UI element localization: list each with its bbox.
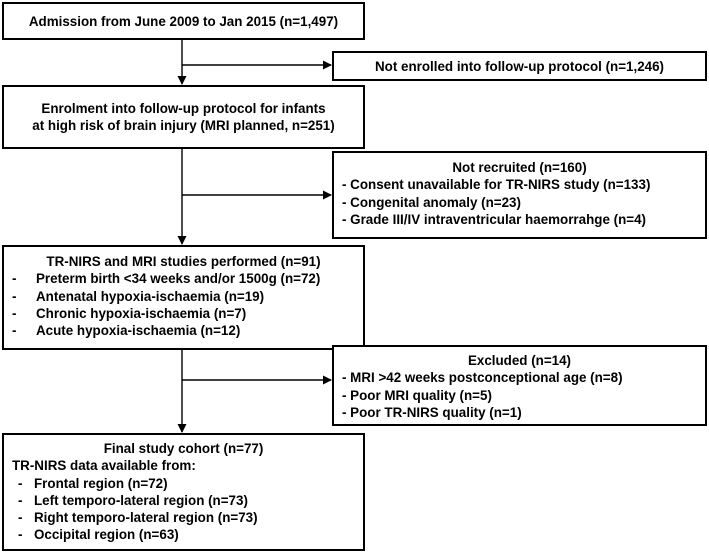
final-cohort-item: -Occipital region (n=63) — [12, 526, 363, 543]
excluded-item: - MRI >42 weeks postconceptional age (n=… — [342, 370, 623, 386]
performed-item-marker: - — [12, 288, 17, 304]
enrolment-box: Enrolment into follow-up protocol for in… — [2, 85, 365, 149]
performed-item-text: Chronic hypoxia-ischaemia (n=7) — [36, 305, 247, 321]
final-item-text: Occipital region (n=63) — [34, 527, 179, 543]
performed-item-text: Preterm birth <34 weeks and/or 1500g (n=… — [36, 271, 321, 287]
performed-item: - Acute hypoxia-ischaemia (n=12) — [12, 322, 363, 339]
performed-item: - Antenatal hypoxia-ischaemia (n=19) — [12, 288, 363, 305]
final-cohort-subtitle: TR-NIRS data available from: — [12, 458, 196, 474]
admission-text: Admission from June 2009 to Jan 2015 (n=… — [28, 14, 339, 29]
excluded-item: - Poor MRI quality (n=5) — [342, 387, 492, 403]
not-enrolled-box: Not enrolled into follow-up protocol (n=… — [332, 51, 707, 81]
not-recruited-item: - Congenital anomaly (n=23) — [342, 194, 521, 210]
not-recruited-box: Not recruited (n=160) - Consent unavaila… — [332, 151, 707, 239]
performed-box: TR-NIRS and MRI studies performed (n=91)… — [2, 245, 365, 350]
final-item-text: Frontal region (n=72) — [34, 475, 168, 491]
final-cohort-box: Final study cohort (n=77) TR-NIRS data a… — [2, 433, 365, 551]
performed-title: TR-NIRS and MRI studies performed (n=91) — [46, 254, 321, 269]
admission-box: Admission from June 2009 to Jan 2015 (n=… — [2, 2, 365, 40]
performed-item-text: Acute hypoxia-ischaemia (n=12) — [36, 323, 241, 339]
final-item-text: Left temporo-lateral region (n=73) — [34, 492, 248, 508]
not-recruited-item: - Grade III/IV intraventricular haemorra… — [342, 211, 646, 227]
final-item-marker: - — [18, 527, 23, 543]
not-recruited-item: - Consent unavailable for TR-NIRS study … — [342, 177, 651, 193]
performed-item-marker: - — [12, 271, 17, 287]
final-item-marker: - — [18, 475, 23, 491]
enrolment-line-1: Enrolment into follow-up protocol for in… — [41, 101, 326, 116]
final-item-marker: - — [18, 510, 23, 526]
final-item-marker: - — [18, 492, 23, 508]
performed-item: - Chronic hypoxia-ischaemia (n=7) — [12, 305, 363, 322]
performed-item-text: Antenatal hypoxia-ischaemia (n=19) — [36, 288, 265, 304]
excluded-title: Excluded (n=14) — [467, 353, 572, 368]
final-cohort-item: -Right temporo-lateral region (n=73) — [12, 509, 363, 526]
final-cohort-item: -Frontal region (n=72) — [12, 475, 363, 492]
enrolment-line-2: at high risk of brain injury (MRI planne… — [32, 118, 335, 134]
not-enrolled-text: Not enrolled into follow-up protocol (n=… — [374, 59, 664, 74]
final-cohort-item: -Left temporo-lateral region (n=73) — [12, 492, 363, 509]
final-cohort-title: Final study cohort (n=77) — [103, 441, 264, 456]
performed-item: - Preterm birth <34 weeks and/or 1500g (n… — [12, 270, 363, 287]
excluded-item: - Poor TR-NIRS quality (n=1) — [342, 404, 522, 420]
performed-item-marker: - — [12, 323, 17, 339]
performed-item-marker: - — [12, 305, 17, 321]
final-item-text: Right temporo-lateral region (n=73) — [34, 510, 258, 526]
not-recruited-title: Not recruited (n=160) — [452, 160, 587, 175]
excluded-box: Excluded (n=14) - MRI >42 weeks postconc… — [332, 345, 707, 426]
